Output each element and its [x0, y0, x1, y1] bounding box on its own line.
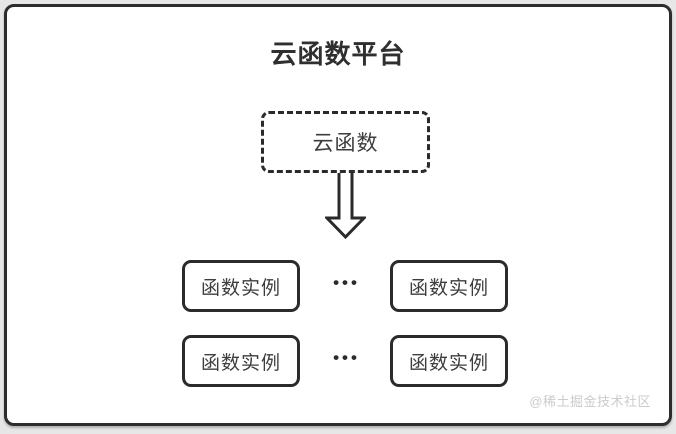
- ellipsis-row1: •••: [333, 273, 360, 292]
- function-instance-label: 函数实例: [408, 277, 489, 299]
- cloud-function-node: 云函数: [261, 111, 430, 173]
- function-instance-label: 函数实例: [200, 277, 281, 299]
- ellipsis-row2: •••: [333, 348, 360, 367]
- function-instance-node: 函数实例: [390, 335, 508, 387]
- function-instance-label: 函数实例: [200, 352, 281, 374]
- function-instance-node: 函数实例: [390, 260, 508, 312]
- function-instance-label: 函数实例: [408, 352, 489, 374]
- diagram-title: 云函数平台: [270, 39, 406, 69]
- watermark: @稀土掘金技术社区: [529, 394, 651, 409]
- down-arrow-icon: [323, 173, 368, 240]
- function-instance-node: 函数实例: [182, 335, 300, 387]
- platform-container: 云函数平台 云函数 函数实例 ••• 函数实例 函数实例 ••• 函数实例 @稀…: [4, 4, 672, 426]
- cloud-function-label: 云函数: [312, 132, 379, 155]
- function-instance-node: 函数实例: [182, 260, 300, 312]
